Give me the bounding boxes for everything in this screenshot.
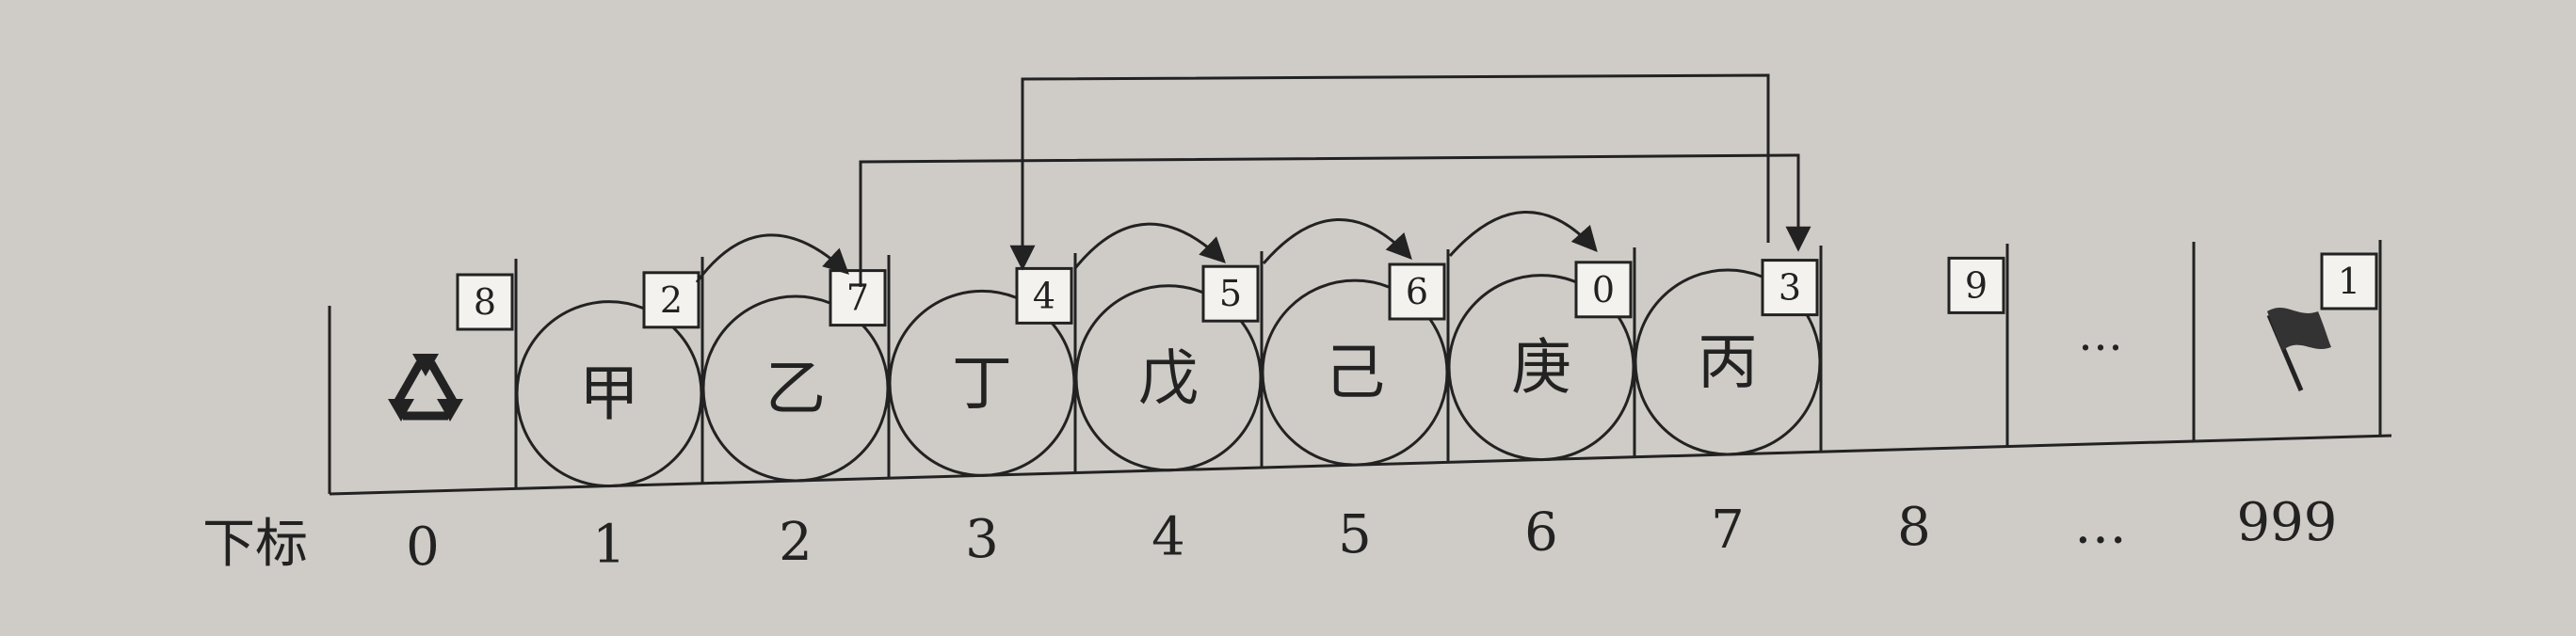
index-label: 7 bbox=[1711, 500, 1745, 561]
arrow-5-to-6 bbox=[1262, 217, 1412, 264]
cursor-value: 7 bbox=[846, 278, 869, 319]
arrow-7-to-3 bbox=[1009, 73, 1770, 271]
node-content: 戊 bbox=[1138, 344, 1199, 414]
node-content: 丁 bbox=[952, 349, 1012, 419]
index-label: 3 bbox=[965, 509, 999, 570]
node-content: 庚 bbox=[1511, 334, 1571, 404]
cursor-box: 6 bbox=[1388, 262, 1446, 321]
node-circle bbox=[515, 300, 703, 488]
index-label: 2 bbox=[779, 512, 813, 573]
recycle-icon bbox=[388, 354, 463, 421]
cursor-value: 3 bbox=[1779, 267, 1801, 309]
cursor-box: 1 bbox=[2320, 252, 2378, 310]
cell-contents: 甲 乙 丁 戊 己 庚 丙 … bbox=[579, 309, 2123, 430]
cursor-box: 0 bbox=[1574, 261, 1633, 319]
node-circle bbox=[1261, 278, 1449, 467]
index-labels: 0 1 2 3 4 5 6 7 8 … 999 bbox=[406, 492, 2337, 578]
node-content: 甲 bbox=[579, 360, 639, 430]
cursor-box: 5 bbox=[1201, 264, 1260, 323]
node-circle bbox=[701, 294, 890, 483]
node-circle bbox=[1634, 268, 1822, 456]
arrow-4-to-5 bbox=[1073, 222, 1226, 269]
cursor-box: 9 bbox=[1947, 256, 2005, 314]
index-label: 5 bbox=[1338, 504, 1372, 565]
cursor-value: 5 bbox=[1219, 273, 1242, 314]
cursor-box: 8 bbox=[456, 273, 514, 331]
cursor-value: 1 bbox=[2338, 261, 2360, 302]
index-label: … bbox=[2074, 495, 2127, 556]
index-axis-label: 下标 bbox=[202, 514, 308, 575]
cursor-value: 8 bbox=[474, 281, 496, 323]
node-content: 乙 bbox=[765, 355, 826, 424]
node-circle bbox=[1074, 284, 1263, 472]
node-content: 己 bbox=[1325, 339, 1385, 408]
node-circle bbox=[1447, 274, 1635, 462]
cursor-box: 7 bbox=[829, 269, 887, 327]
cursor-box: 2 bbox=[642, 271, 700, 329]
arrow-6-to-7 bbox=[1448, 210, 1598, 257]
arrow-2-to-7 bbox=[859, 153, 1811, 287]
cursor-value: 9 bbox=[1965, 264, 1988, 306]
index-label: 6 bbox=[1524, 501, 1558, 563]
index-label: 8 bbox=[1897, 497, 1931, 558]
cell-dividers bbox=[514, 240, 2382, 489]
cursor-value: 2 bbox=[660, 279, 683, 321]
pointer-arrows bbox=[695, 73, 1811, 287]
cursor-boxes: 8 2 7 4 5 6 0 3 9 1 bbox=[456, 252, 2378, 331]
ellipsis-content: … bbox=[2078, 309, 2123, 361]
cursor-value: 4 bbox=[1033, 275, 1055, 316]
index-label: 0 bbox=[406, 517, 440, 578]
node-content: 丙 bbox=[1698, 328, 1758, 398]
node-circle bbox=[888, 289, 1076, 477]
node-circles bbox=[515, 268, 1822, 488]
arrow-1-to-2 bbox=[695, 233, 849, 283]
index-label: 999 bbox=[2237, 492, 2338, 553]
cursor-box: 4 bbox=[1015, 266, 1073, 325]
cursor-value: 6 bbox=[1406, 271, 1428, 312]
cursor-box: 3 bbox=[1761, 259, 1819, 317]
index-label: 1 bbox=[592, 514, 626, 575]
cursor-value: 0 bbox=[1592, 269, 1615, 310]
index-label: 4 bbox=[1151, 507, 1185, 568]
flag-icon bbox=[2266, 308, 2331, 391]
